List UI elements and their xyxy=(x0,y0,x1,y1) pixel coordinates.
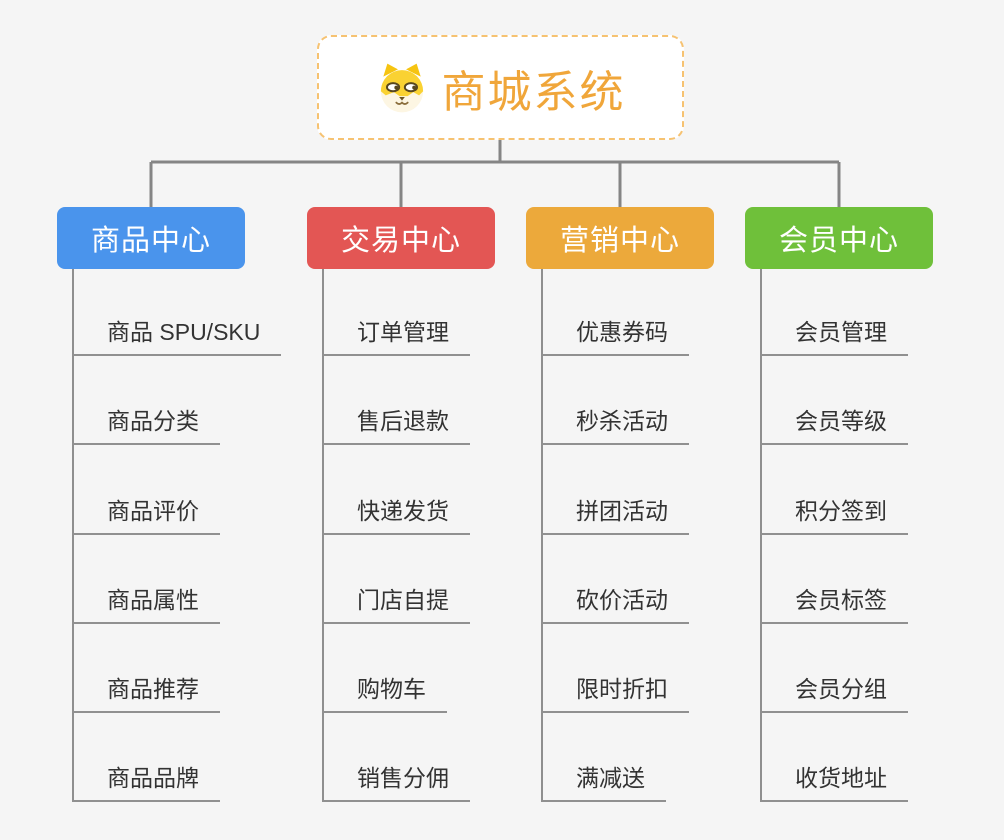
leaf-item[interactable]: 拼团活动 xyxy=(541,487,689,535)
branch-connector-line xyxy=(760,269,762,802)
leaf-label: 商品 SPU/SKU xyxy=(107,319,261,345)
leaf-item[interactable]: 商品 SPU/SKU xyxy=(72,308,282,356)
leaf-label: 商品属性 xyxy=(107,587,199,613)
leaf-item[interactable]: 商品推荐 xyxy=(72,665,220,713)
leaf-item[interactable]: 快递发货 xyxy=(322,487,470,535)
leaf-item[interactable]: 优惠券码 xyxy=(541,308,689,356)
branch-connector-line xyxy=(72,269,74,802)
leaf-label: 砍价活动 xyxy=(576,587,668,613)
leaf-item[interactable]: 订单管理 xyxy=(322,308,470,356)
leaf-label: 销售分佣 xyxy=(357,765,449,791)
leaf-label: 商品推荐 xyxy=(107,676,199,702)
leaf-item[interactable]: 售后退款 xyxy=(322,397,470,445)
leaf-item[interactable]: 收货地址 xyxy=(760,754,908,802)
leaf-item[interactable]: 会员分组 xyxy=(760,665,908,713)
leaf-label: 秒杀活动 xyxy=(576,408,668,434)
branch-connector-line xyxy=(322,269,324,802)
leaf-item[interactable]: 销售分佣 xyxy=(322,754,470,802)
leaf-label: 会员管理 xyxy=(795,319,887,345)
leaf-label: 积分签到 xyxy=(795,498,887,524)
leaf-label: 商品分类 xyxy=(107,408,199,434)
root-node[interactable]: 商城系统 xyxy=(317,35,684,140)
leaf-item[interactable]: 商品评价 xyxy=(72,487,220,535)
branch-label: 营销中心 xyxy=(559,225,680,257)
leaf-item[interactable]: 商品品牌 xyxy=(72,754,220,802)
leaf-item[interactable]: 限时折扣 xyxy=(541,665,689,713)
leaf-label: 商品品牌 xyxy=(107,765,199,791)
branch-node-member-center[interactable]: 会员中心 xyxy=(745,207,933,269)
leaf-label: 购物车 xyxy=(357,676,426,702)
leaf-label: 限时折扣 xyxy=(576,676,668,702)
leaf-item[interactable]: 满减送 xyxy=(541,754,666,802)
leaf-label: 会员标签 xyxy=(795,587,887,613)
leaf-item[interactable]: 门店自提 xyxy=(322,576,470,624)
leaf-item[interactable]: 会员标签 xyxy=(760,576,908,624)
leaf-item[interactable]: 购物车 xyxy=(322,665,447,713)
branch-label: 商品中心 xyxy=(90,225,211,257)
branch-node-marketing-center[interactable]: 营销中心 xyxy=(526,207,714,269)
leaf-item[interactable]: 会员等级 xyxy=(760,397,908,445)
leaf-label: 收货地址 xyxy=(795,765,887,791)
leaf-label: 满减送 xyxy=(576,765,645,791)
branch-node-goods-center[interactable]: 商品中心 xyxy=(57,207,245,269)
leaf-label: 订单管理 xyxy=(357,319,449,345)
leaf-item[interactable]: 砍价活动 xyxy=(541,576,689,624)
leaf-item[interactable]: 积分签到 xyxy=(760,487,908,535)
leaf-label: 售后退款 xyxy=(357,408,449,434)
leaf-label: 会员分组 xyxy=(795,676,887,702)
leaf-label: 商品评价 xyxy=(107,498,199,524)
leaf-item[interactable]: 会员管理 xyxy=(760,308,908,356)
leaf-label: 优惠券码 xyxy=(576,319,668,345)
leaf-item[interactable]: 秒杀活动 xyxy=(541,397,689,445)
dog-face-icon xyxy=(380,63,423,112)
leaf-item[interactable]: 商品属性 xyxy=(72,576,220,624)
leaf-label: 会员等级 xyxy=(795,408,887,434)
branch-label: 会员中心 xyxy=(778,225,899,257)
leaf-label: 拼团活动 xyxy=(576,498,668,524)
leaf-label: 门店自提 xyxy=(357,587,449,613)
branch-label: 交易中心 xyxy=(340,225,461,257)
branch-node-trade-center[interactable]: 交易中心 xyxy=(307,207,495,269)
leaf-item[interactable]: 商品分类 xyxy=(72,397,220,445)
root-title: 商城系统 xyxy=(441,67,626,117)
branch-connector-line xyxy=(541,269,543,802)
leaf-label: 快递发货 xyxy=(357,498,449,524)
